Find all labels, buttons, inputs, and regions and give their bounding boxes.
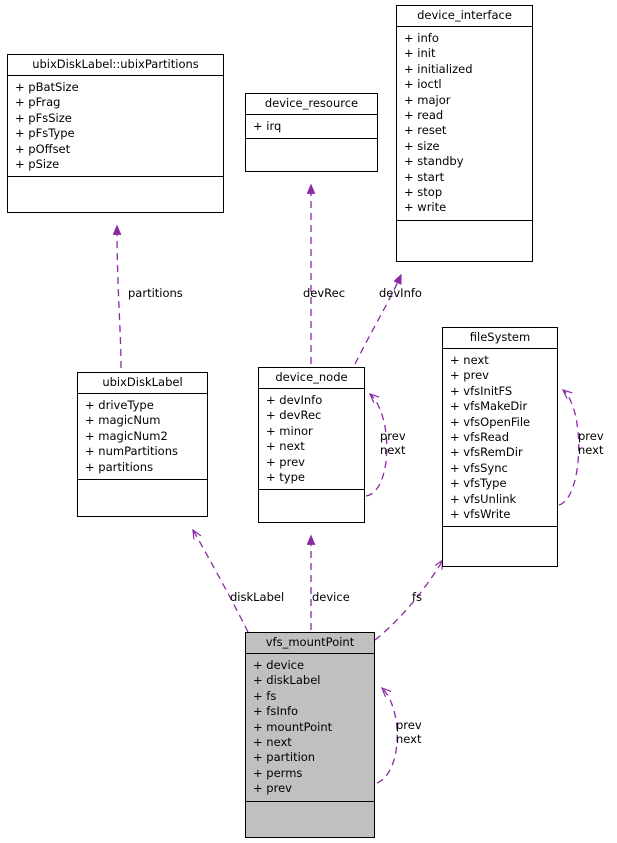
uml-attribute: + vfsUnlink (450, 491, 517, 506)
edge-label-partitions: partitions (128, 286, 183, 300)
edge-label-devRec: devRec (303, 286, 346, 300)
uml-attribute: + vfsRemDir (450, 445, 523, 460)
uml-attribute: + magicNum (85, 413, 161, 428)
uml-class-attributes-device_resource: + irq (246, 115, 377, 140)
uml-attribute: + init (404, 46, 436, 61)
uml-class-attributes-ubixDiskLabel: + driveType+ magicNum+ magicNum2+ numPar… (78, 394, 207, 481)
uml-attribute: + standby (404, 154, 464, 169)
uml-attribute: + next (266, 439, 305, 454)
uml-attribute: + vfsMakeDir (450, 399, 528, 414)
uml-attribute: + vfsInitFS (450, 383, 513, 398)
uml-class-device_node[interactable]: device_node+ devInfo+ devRec+ minor+ nex… (258, 367, 365, 523)
uml-class-attributes-vfs_mountPoint: + device+ diskLabel+ fs+ fsInfo+ mountPo… (246, 654, 374, 802)
edge-label-diskLabel: diskLabel (230, 590, 285, 604)
uml-attribute: + mountPoint (253, 719, 333, 734)
uml-attribute: + vfsWrite (450, 507, 511, 522)
uml-attribute: + info (404, 31, 439, 45)
uml-class-title-device_node: device_node (259, 368, 364, 389)
uml-attribute: + start (404, 169, 445, 184)
uml-class-ubixPartitions[interactable]: ubixDiskLabel::ubixPartitions+ pBatSize+… (7, 54, 224, 213)
uml-class-operations-vfs_mountPoint (246, 802, 374, 820)
uml-class-attributes-device_node: + devInfo+ devRec+ minor+ next+ prev+ ty… (259, 389, 364, 491)
uml-attribute: + next (253, 735, 292, 750)
uml-attribute: + driveType (85, 398, 154, 412)
uml-attribute: + fs (253, 688, 277, 703)
edge-label-prev-next-device-node: prev next (380, 429, 406, 457)
edge-label-prev-next-mountpoint: prev next (396, 718, 422, 746)
uml-class-operations-ubixDiskLabel (78, 480, 207, 498)
edge-label-fs: fs (412, 590, 423, 604)
uml-class-operations-device_interface (397, 221, 532, 239)
uml-class-title-ubixPartitions: ubixDiskLabel::ubixPartitions (8, 55, 223, 76)
uml-attribute: + pOffset (15, 141, 71, 156)
uml-attribute: + vfsOpenFile (450, 414, 531, 429)
uml-class-attributes-ubixPartitions: + pBatSize+ pFrag+ pFsSize+ pFsType+ pOf… (8, 76, 223, 178)
uml-class-device_resource[interactable]: device_resource + irq (245, 93, 378, 172)
uml-class-title-device_interface: device_interface (397, 6, 532, 27)
uml-attribute: + read (404, 108, 444, 123)
uml-class-title-ubixDiskLabel: ubixDiskLabel (78, 373, 207, 394)
uml-attribute: + vfsRead (450, 430, 510, 445)
uml-attribute: + irq (253, 119, 282, 133)
edge-label-device: device (312, 590, 350, 604)
uml-attribute: + ioctl (404, 77, 442, 92)
uml-attribute: + partition (253, 750, 316, 765)
uml-attribute: + pBatSize (15, 80, 79, 94)
uml-attribute: + vfsType (450, 476, 507, 491)
uml-class-ubixDiskLabel[interactable]: ubixDiskLabel+ driveType+ magicNum+ magi… (77, 372, 208, 517)
uml-class-operations-device_node (259, 490, 364, 508)
edge-label-devInfo: devInfo (379, 286, 422, 300)
edge-mountpoint-self (376, 688, 398, 784)
uml-class-operations-device_resource (246, 139, 377, 157)
uml-attribute: + next (450, 353, 489, 367)
uml-attribute: + prev (253, 781, 292, 796)
uml-attribute: + fsInfo (253, 704, 299, 719)
uml-class-title-device_resource: device_resource (246, 94, 377, 115)
uml-attribute: + minor (266, 423, 313, 438)
uml-attribute: + prev (266, 454, 305, 469)
uml-class-attributes-device_interface: + info+ init+ initialized+ ioctl+ major+… (397, 27, 532, 221)
uml-attribute: + devInfo (266, 393, 323, 407)
uml-class-title-vfs_mountPoint: vfs_mountPoint (246, 633, 374, 654)
uml-class-operations-ubixPartitions (8, 177, 223, 195)
uml-attribute: + pSize (15, 157, 60, 172)
edge-label-prev-next-filesystem: prev next (578, 429, 604, 457)
uml-attribute: + devRec (266, 408, 322, 423)
edge-fs (374, 560, 443, 641)
uml-attribute: + initialized (404, 61, 473, 76)
uml-attribute: + vfsSync (450, 460, 508, 475)
uml-class-operations-fileSystem (443, 527, 557, 545)
uml-attribute: + type (266, 470, 305, 485)
uml-class-fileSystem[interactable]: fileSystem+ next+ prev+ vfsInitFS+ vfsMa… (442, 327, 558, 567)
uml-attribute: + reset (404, 123, 447, 138)
uml-class-vfs_mountPoint[interactable]: vfs_mountPoint+ device+ diskLabel+ fs+ f… (245, 632, 375, 838)
uml-attribute: + pFrag (15, 95, 61, 110)
uml-class-attributes-fileSystem: + next+ prev+ vfsInitFS+ vfsMakeDir+ vfs… (443, 349, 557, 528)
uml-attribute: + diskLabel (253, 673, 321, 688)
uml-attribute: + perms (253, 765, 303, 780)
edge-partitions (117, 226, 122, 369)
uml-attribute: + pFsType (15, 126, 75, 141)
uml-attribute: + prev (450, 368, 489, 383)
uml-attribute: + numPartitions (85, 444, 178, 459)
uml-attribute: + size (404, 138, 440, 153)
uml-attribute: + major (404, 92, 451, 107)
uml-attribute: + write (404, 200, 447, 215)
uml-class-title-fileSystem: fileSystem (443, 328, 557, 349)
edge-filesystem-self (558, 390, 580, 506)
uml-attribute: + device (253, 658, 305, 672)
uml-attribute: + stop (404, 185, 443, 200)
uml-class-device_interface[interactable]: device_interface+ info+ init+ initialize… (396, 5, 533, 262)
edge-diskLabel (193, 530, 249, 633)
uml-attribute: + magicNum2 (85, 428, 168, 443)
uml-attribute: + partitions (85, 459, 154, 474)
uml-attribute: + pFsSize (15, 110, 72, 125)
